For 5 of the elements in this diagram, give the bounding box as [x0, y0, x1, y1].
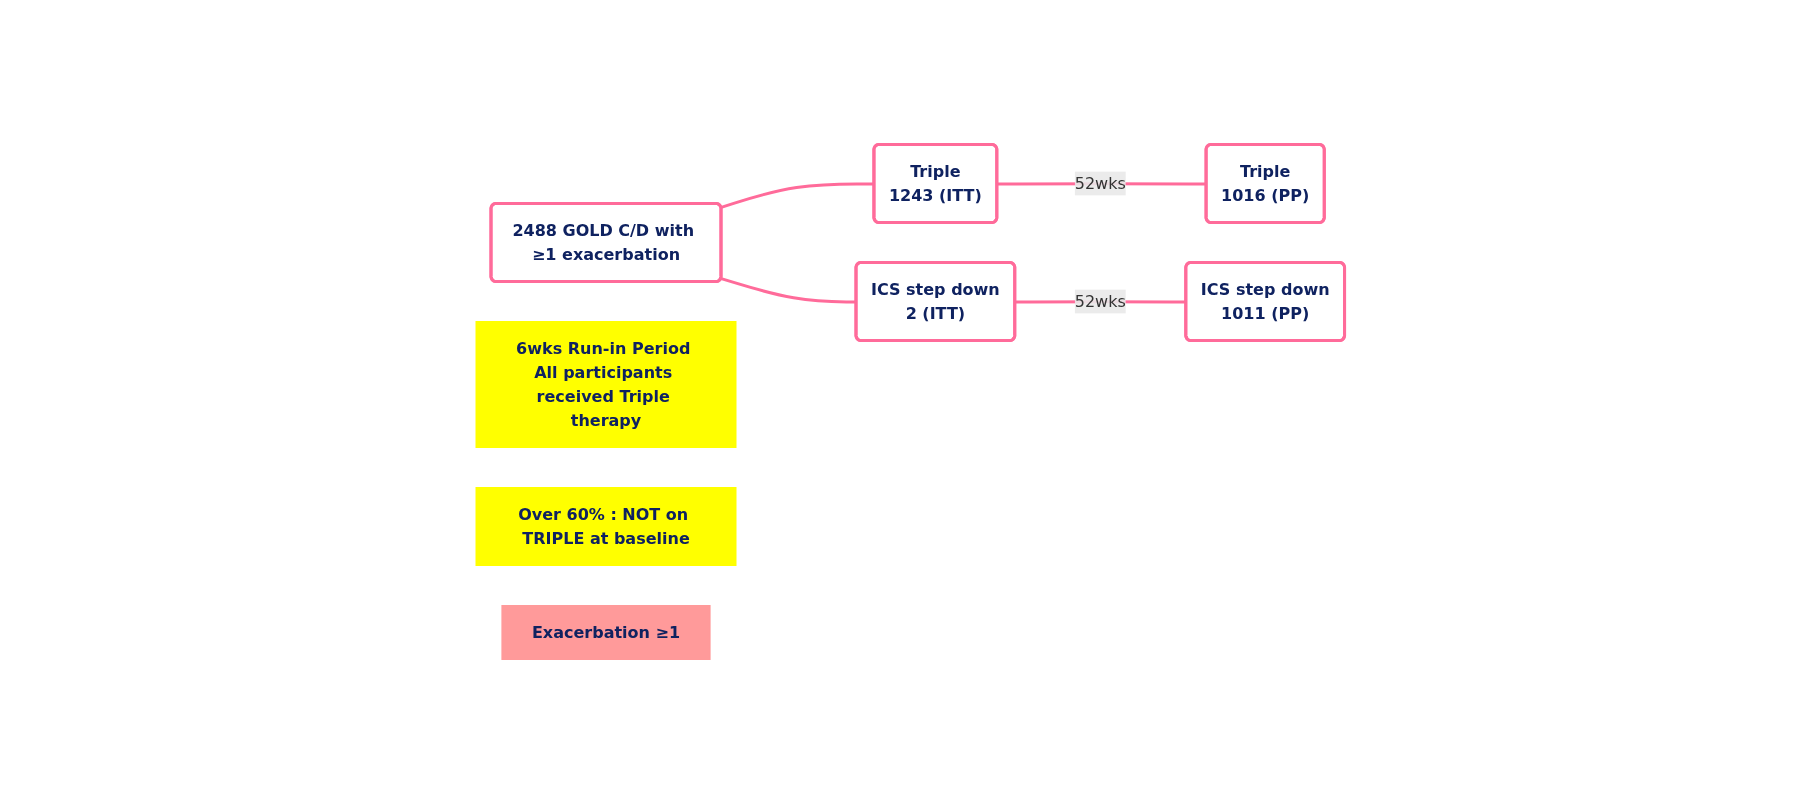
- edge-label: 52wks: [1074, 291, 1126, 310]
- node-box: Over 60% : NOT on TRIPLE at baseline: [475, 486, 737, 566]
- node-box: Exacerbation ≥1: [501, 604, 711, 660]
- node-box: 6wks Run-in Period All participants received Triple therapy: [475, 320, 737, 448]
- edge-label: 52wks: [1074, 173, 1126, 192]
